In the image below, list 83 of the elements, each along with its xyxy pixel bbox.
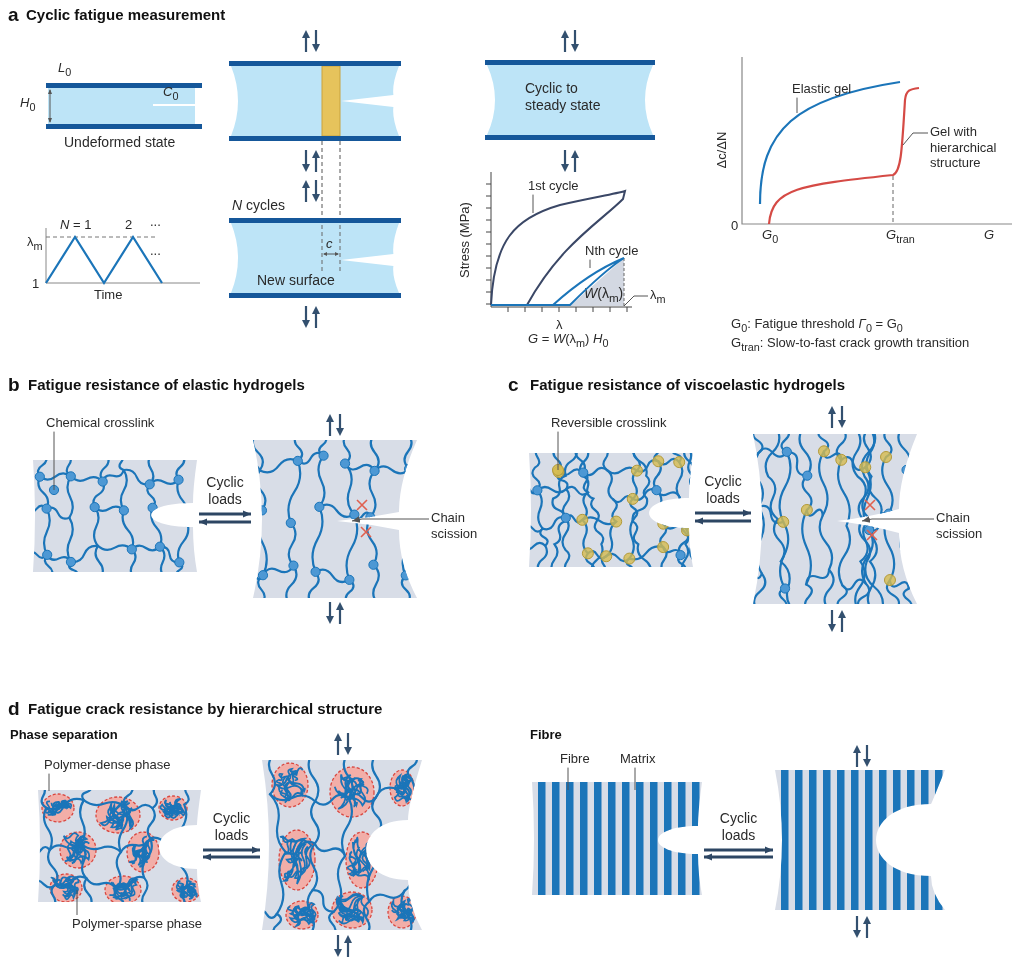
shaded-area (570, 258, 625, 307)
annotation-label: Fibre (560, 751, 590, 767)
label-text: G$_{0}$: Fatigue threshold Γ$_{0}$ = G$_{0}$ (731, 316, 903, 335)
sample-label: New surface (257, 272, 335, 289)
label-text: ... (150, 243, 161, 259)
label-text: Fibre (530, 727, 562, 743)
caption-text: N cycles (232, 197, 285, 214)
panel-letter: c (508, 375, 519, 394)
label-text: G = W(λ$_{m}$) H$_{0}$ (528, 331, 609, 350)
panel-letter: b (8, 375, 20, 394)
label-text: G$_{0}$ (762, 227, 779, 246)
panel-heading: Fatigue crack resistance by hierarchical structure (28, 700, 383, 718)
leader-line (48, 773, 50, 792)
leader-line (53, 431, 55, 491)
leader-line (623, 295, 649, 307)
annotation-label: Matrix (620, 751, 656, 767)
stretched-sample-drawing (229, 61, 401, 141)
arrow (199, 518, 251, 526)
annotation-label: Chemical crosslink (46, 415, 155, 431)
label-text: G (984, 227, 995, 243)
arrow (704, 846, 773, 854)
label-text: Phase separation (10, 727, 118, 743)
leader-line (634, 767, 636, 791)
annotation-label: Polymer-sparse phase (72, 916, 203, 932)
label-text: c (326, 236, 333, 252)
annotation-label: 1st cycle (528, 178, 579, 194)
panel-letter: a (8, 5, 19, 24)
polymer-network-drawing (753, 434, 917, 604)
leader-line (796, 97, 798, 114)
fibre-reinforced-gel-drawing (775, 770, 945, 910)
caption-text: Undeformed state (64, 134, 176, 151)
phase-separated-gel-drawing (262, 760, 422, 930)
label-text: 1 (32, 276, 40, 292)
leader-line (861, 516, 935, 523)
sample-label: W(λ$_{m}$) (584, 285, 624, 305)
label-text: Δc/ΔN (714, 131, 730, 169)
polymer-network-drawing (529, 453, 693, 567)
annotation-label: Gel with hierarchical structure (930, 124, 1018, 171)
label-text: 0 (731, 218, 739, 234)
label-text: Time (94, 287, 123, 303)
label-text: Stress (MPa) (457, 202, 473, 278)
arrow (199, 510, 251, 518)
arrow (704, 853, 773, 861)
leader-line (557, 431, 559, 471)
leader-line (532, 194, 534, 214)
fibre-reinforced-gel-drawing (532, 782, 702, 895)
panel-heading: Fatigue resistance of elastic hydrogels (28, 376, 305, 394)
label-text: C$_{0}$ (163, 84, 179, 103)
arrow (203, 853, 260, 861)
annotation-label: Polymer-dense phase (44, 757, 171, 773)
label-text: λ$_{m}$ (27, 234, 43, 253)
hydrogel-sample (485, 60, 655, 140)
panel-heading: Cyclic fatigue measurement (26, 6, 226, 24)
annotation-label: Nth cycle (585, 243, 639, 259)
label-text: L$_{0}$ (58, 60, 72, 79)
leader-line (351, 516, 430, 523)
annotation-label: Reversible crosslink (551, 415, 667, 431)
sample-label: Cyclic to steady state (525, 80, 602, 114)
hydrogel-sample-drawing (46, 83, 202, 129)
leader-line (589, 259, 591, 269)
label-text: N = 1 (60, 217, 92, 233)
arrow (695, 517, 751, 525)
label-text: G$_{tran}$: Slow-to-fast crack growth transition (731, 335, 970, 354)
panel-letter: d (8, 699, 20, 718)
annotation-label: Elastic gel (792, 81, 852, 97)
annotation-label: λ$_{m}$ (650, 287, 666, 306)
polymer-network-drawing (253, 440, 417, 598)
annotation-label: Chain scission (936, 510, 998, 542)
label-text: H$_{0}$ (20, 95, 36, 114)
label-text: G$_{tran}$ (886, 227, 915, 246)
arrow (203, 846, 260, 854)
phase-separated-gel-drawing (38, 790, 201, 902)
polymer-network-drawing (33, 460, 197, 572)
label-text: λ (556, 317, 563, 333)
leader-line (76, 889, 78, 916)
annotation-label: Chain scission (431, 510, 493, 542)
hydrogel-sample (229, 218, 401, 298)
label-text: 2 (125, 217, 133, 233)
leader-line (902, 132, 929, 146)
panel-heading: Fatigue resistance of viscoelastic hydrogels (530, 376, 846, 394)
label-text: ... (150, 214, 161, 230)
leader-line (567, 767, 569, 791)
arrow (695, 509, 751, 517)
